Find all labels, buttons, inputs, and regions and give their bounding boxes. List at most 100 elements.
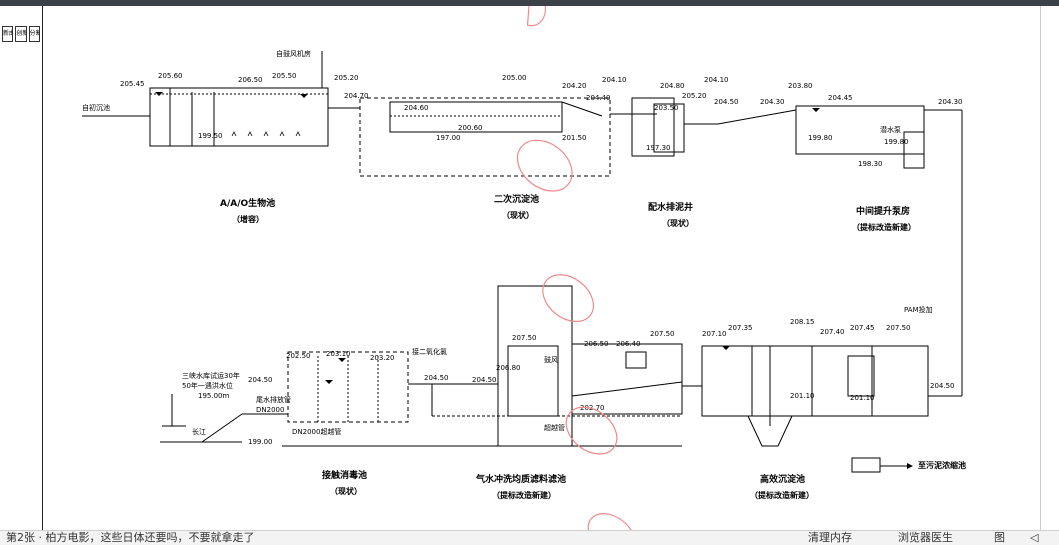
- side-button-group: 新曲 创新 分割: [2, 26, 40, 42]
- elev-sed-7: 201.10: [790, 392, 815, 400]
- elev-sec-1: 205.00: [502, 74, 527, 82]
- elev-lift-1: 204.30: [760, 98, 785, 106]
- side-button-create[interactable]: 创新: [15, 26, 27, 42]
- elev-dist-7: 201.50: [562, 134, 587, 142]
- side-button-split[interactable]: 分割: [28, 26, 40, 42]
- secondary-title: 二次沉淀池: [494, 193, 539, 205]
- elev-sed-8: 201.10: [850, 394, 875, 402]
- sludge-pump: [851, 457, 881, 473]
- elev-dist-5: 204.50: [714, 98, 739, 106]
- river-label: 长江: [192, 427, 206, 436]
- elev-contact-4: 204.50: [248, 376, 273, 384]
- flood-note-2: 50年一遇洪水位: [182, 381, 233, 390]
- sedimentation-tank: [701, 345, 929, 417]
- elev-aao-7: 199.50: [198, 132, 223, 140]
- elev-lift-3: 204.45: [828, 94, 853, 102]
- sludge-label: 至污泥浓缩池: [918, 460, 966, 470]
- sedimentation-title: 高效沉淀池: [760, 473, 805, 485]
- elev-sed-9: 204.50: [930, 382, 955, 390]
- distribution-status: （现状）: [662, 218, 694, 228]
- elev-lift-7: 198.30: [858, 160, 883, 168]
- contact-tank: [287, 351, 409, 423]
- elev-contact-3: 203.20: [370, 354, 395, 362]
- clarifier-zone: [389, 101, 563, 133]
- elev-dist-3: 204.10: [704, 76, 729, 84]
- elev-dist-4: 205.20: [682, 92, 707, 100]
- clean-memory-button[interactable]: 清理内存: [808, 531, 852, 544]
- status-bar: 第2张 · 柏方电影，这些日体还要吗，不要就拿走了 清理内存 浏览器医生 图 ◁: [0, 530, 1059, 545]
- elev-dist-2: 204.80: [660, 82, 685, 90]
- image-icon[interactable]: 图: [994, 531, 1005, 544]
- right-scroll-strip[interactable]: [1040, 6, 1059, 530]
- filter-bed: [571, 343, 683, 415]
- aao-inlet-label: 自初沉池: [82, 103, 110, 112]
- filter-status: （提标改造新建）: [492, 490, 556, 500]
- sedimentation-status: （提标改造新建）: [750, 490, 814, 500]
- elev-filter-1: 207.50: [512, 334, 537, 342]
- elev-sec-6: 197.00: [436, 134, 461, 142]
- side-button-new[interactable]: 新曲: [2, 26, 14, 42]
- lift-pump-house: [795, 105, 925, 155]
- elev-contact-1: 202.50: [286, 352, 311, 360]
- secondary-status: （现状）: [502, 210, 534, 220]
- elev-sec-4: 204.40: [586, 94, 611, 102]
- elev-sec-3: 204.20: [562, 82, 587, 90]
- aao-tank: [149, 87, 329, 147]
- drawing-canvas: 205.45 205.60 206.50 205.50 205.20 204.7…: [42, 0, 1059, 545]
- elev-sed-4: 207.40: [820, 328, 845, 336]
- elev-dist-1: 204.10: [602, 76, 627, 84]
- lift-pump-label: 潜水泵: [880, 125, 901, 134]
- volume-icon[interactable]: ◁: [1030, 531, 1039, 544]
- status-left-text: 第2张 · 柏方电影，这些日体还要吗，不要就拿走了: [6, 531, 255, 544]
- filter-title: 气水冲洗均质滤料滤池: [475, 473, 566, 485]
- elev-aao-3: 206.50: [238, 76, 263, 84]
- elev-aao-6: 204.70: [344, 92, 369, 100]
- distribution-well: [631, 97, 675, 157]
- elev-sed-3: 208.15: [790, 318, 815, 326]
- elev-sec-5: 200.60: [458, 124, 483, 132]
- browser-doctor-button[interactable]: 浏览器医生: [898, 531, 953, 544]
- elev-contact-6: 199.00: [248, 438, 273, 446]
- elev-filter-2: 206.50: [584, 340, 609, 348]
- elev-aao-2: 205.60: [158, 72, 183, 80]
- lift-pump-status: （提标改造新建）: [852, 222, 916, 232]
- left-toolbar: 新曲 创新 分割: [0, 6, 43, 530]
- blower-label: 鼓风: [544, 355, 558, 364]
- title-bar: [0, 0, 1059, 6]
- bypass-label: 超越管: [544, 423, 565, 432]
- elev-filter-5: 204.50: [472, 376, 497, 384]
- elev-sed-2: 207.35: [728, 324, 753, 332]
- elev-sed-6: 207.50: [886, 324, 911, 332]
- elev-lift-4: 204.30: [938, 98, 963, 106]
- aao-status: （增容）: [232, 214, 264, 224]
- lift-pump-title: 中间提升泵房: [856, 205, 910, 217]
- elev-filter-3: 206.40: [616, 340, 641, 348]
- secondary-clarifier: [359, 97, 611, 177]
- contact-status: （现状）: [330, 486, 362, 496]
- distribution-title: 配水排泥井: [648, 201, 693, 213]
- outfall-pipe: [201, 413, 243, 443]
- outfall-label: 尾水排放管: [256, 395, 291, 404]
- elev-aao-1: 205.45: [120, 80, 145, 88]
- mixer-label: 接二氧化氯: [412, 347, 447, 356]
- elev-dist-6: 203.50: [654, 104, 679, 112]
- elev-lift-2: 203.80: [788, 82, 813, 90]
- contact-pipe-label: DN2000超越管: [292, 427, 341, 436]
- elev-contact-5: 204.50: [424, 374, 449, 382]
- elev-sed-5: 207.45: [850, 324, 875, 332]
- elev-filter-6: 206.80: [496, 364, 521, 372]
- outfall-dn: DN2000: [256, 406, 284, 414]
- flood-note-3: 195.00m: [198, 392, 229, 400]
- elev-lift-5: 199.80: [808, 134, 833, 142]
- aao-aeration-label: 自鼓风机房: [276, 49, 311, 58]
- elev-aao-4: 205.50: [272, 72, 297, 80]
- elev-filter-4: 207.50: [650, 330, 675, 338]
- elev-sed-1: 207.10: [702, 330, 727, 338]
- pam-label: PAM投加: [904, 305, 933, 314]
- elev-aao-5: 205.20: [334, 74, 359, 82]
- aao-title: A/A/O生物池: [220, 197, 275, 209]
- process-flow-diagram: 205.45 205.60 206.50 205.50 205.20 204.7…: [82, 0, 966, 545]
- elev-contact-2: 203.10: [326, 350, 351, 358]
- elev-sec-2: 204.60: [404, 104, 429, 112]
- flood-note-1: 三峡水库试运30年: [182, 371, 240, 380]
